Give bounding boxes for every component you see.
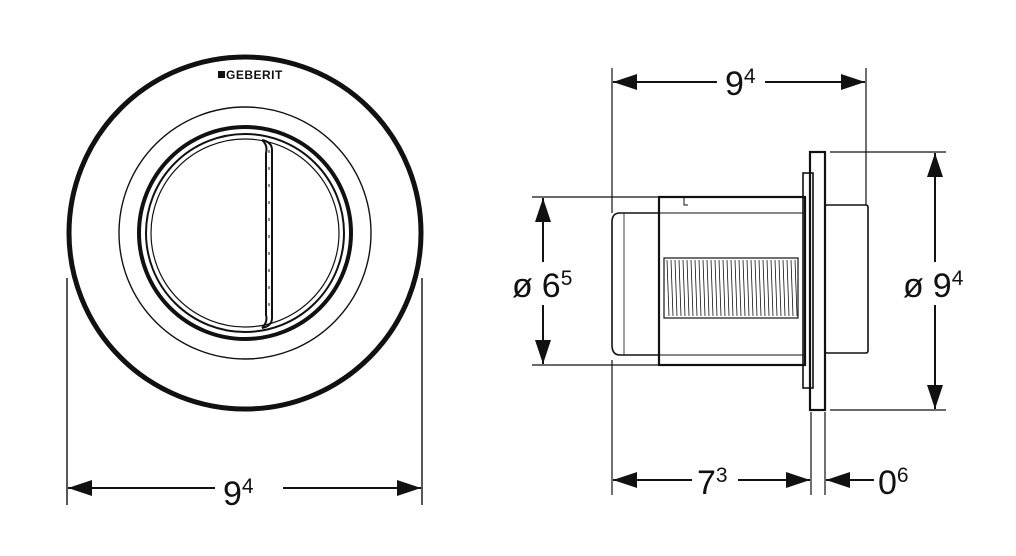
thread-line: [786, 259, 790, 317]
thread-line: [706, 259, 710, 317]
thread-line: [694, 259, 698, 317]
thread-line: [782, 259, 786, 317]
plate-thickness-label: 06: [878, 464, 909, 502]
plate-thickness-dimension: 06: [826, 464, 909, 502]
thread-line: [742, 259, 746, 317]
button-rim-inner: [145, 133, 345, 333]
rear-collar: [824, 204, 869, 354]
thread-line: [790, 259, 794, 317]
thread-line: [686, 259, 690, 317]
thread-line: [722, 259, 726, 317]
thread-line: [690, 259, 694, 317]
thread-line: [714, 259, 718, 317]
thread-line: [682, 259, 686, 317]
outer-cover-plate: [66, 54, 424, 412]
thread-line: [718, 259, 722, 317]
thread-line: [670, 259, 674, 317]
thread-line: [734, 259, 738, 317]
thread-line: [730, 259, 734, 317]
side-depth-label: 94: [725, 65, 756, 103]
thread-line: [762, 259, 766, 317]
flange: [802, 172, 814, 389]
button-face: [150, 138, 340, 328]
thread-line: [794, 259, 798, 317]
front-width-dimension: 94: [66, 278, 423, 513]
thread-line: [698, 259, 702, 317]
thread-line: [738, 259, 742, 317]
thread-line: [746, 259, 750, 317]
brand-logo-text: GEBERIT: [226, 68, 283, 82]
thread-line: [702, 259, 706, 317]
thread-band: [663, 257, 799, 319]
button-rim-outer: [137, 125, 353, 341]
housing-body: [657, 195, 807, 367]
thread-line: [678, 259, 682, 317]
front-width-label: 94: [223, 475, 254, 513]
geberit-logo: GEBERIT: [218, 68, 283, 82]
thread-line: [766, 259, 770, 317]
side-depth-dimension: 94: [611, 65, 867, 213]
split-bar: [261, 139, 273, 329]
thread-line: [770, 259, 774, 317]
thread-line: [754, 259, 758, 317]
thread-line: [774, 259, 778, 317]
body-depth-label: 73: [697, 464, 728, 502]
front-view: GEBERIT 94: [66, 54, 424, 513]
thread-line: [710, 259, 714, 317]
body-depth-dimension: 73: [611, 360, 826, 502]
thread-line: [666, 259, 670, 317]
thread-line: [778, 259, 782, 317]
thread-line: [674, 259, 678, 317]
inner-ring: [118, 106, 372, 360]
thread-line: [758, 259, 762, 317]
button-cap: [611, 212, 659, 356]
thread-line: [726, 259, 730, 317]
thread-line: [750, 259, 754, 317]
